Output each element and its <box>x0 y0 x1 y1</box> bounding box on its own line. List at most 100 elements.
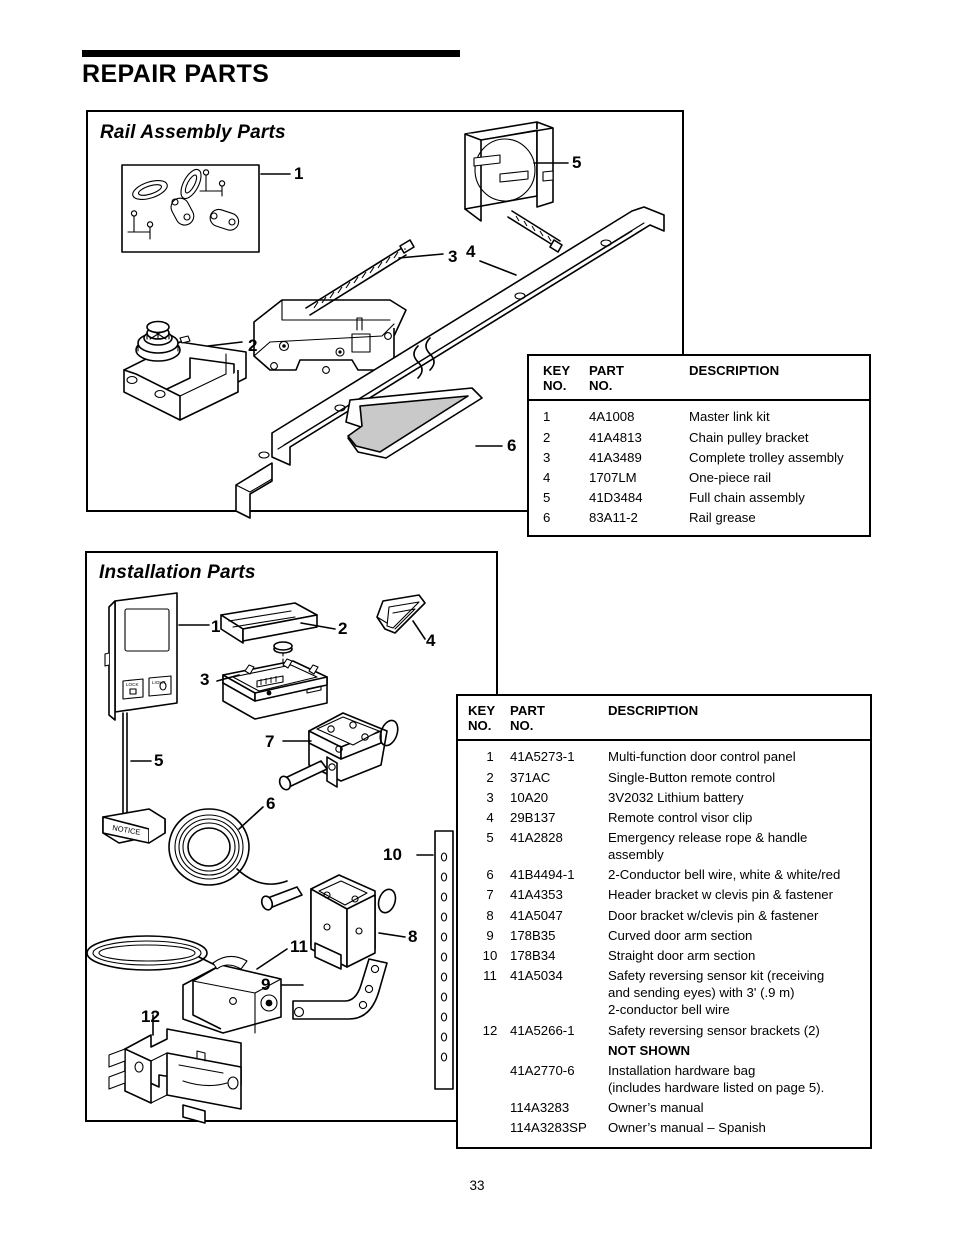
cell-part-no: 41A5047 <box>510 907 563 923</box>
rail-callout-3: 3 <box>448 247 458 266</box>
cell-part-no: 41D3484 <box>589 489 643 505</box>
bell-wire-roll <box>168 808 288 886</box>
cell-key-no: 10 <box>482 947 498 963</box>
cell-key-no: 3 <box>486 789 494 805</box>
rail-assembly-diagram <box>121 121 665 519</box>
cell-key-no: 7 <box>486 887 494 903</box>
install-callout-7: 7 <box>265 732 275 751</box>
install-callout-11: 11 <box>290 937 308 956</box>
leader-2 <box>207 341 243 347</box>
table-header-row: KEY NO. PART NO. DESCRIPTION <box>458 696 870 742</box>
leader-3 <box>398 253 444 259</box>
rail-callout-1: 1 <box>294 164 304 183</box>
rail-assembly-panel: Rail Assembly Parts <box>86 110 684 519</box>
cell-part-no: 41A2828 <box>510 829 563 845</box>
cell-description: Chain pulley bracket <box>689 429 809 445</box>
table-row: 3 41A3489 Complete trolley assembly <box>529 447 869 467</box>
rail-callout-2: 2 <box>248 336 258 355</box>
cell-description: Rail grease <box>689 510 756 526</box>
cell-key-no: 2 <box>486 769 494 785</box>
cell-description: Door bracket w/clevis pin & fastener <box>608 907 819 923</box>
cell-key-no <box>458 1060 510 1097</box>
cell-part-no: 4A1008 <box>589 409 635 425</box>
sensor-brackets <box>108 1028 242 1124</box>
cell-description: Single-Button remote control <box>608 769 776 785</box>
cell-key-no: 6 <box>543 510 551 526</box>
leader-i3 <box>216 674 240 682</box>
door-control-panel: LOCK LIGHT <box>104 592 178 721</box>
cell-key-no <box>458 1040 510 1060</box>
cell-part-no: 1707LM <box>589 469 637 485</box>
cell-description: Remote control visor clip <box>608 809 753 825</box>
cell-part-no: 10A20 <box>510 789 549 805</box>
header-part-no: PART NO. <box>510 696 608 742</box>
cell-description: Master link kit <box>689 409 770 425</box>
cell-description: Installation hardware bag (includes hard… <box>608 1062 825 1095</box>
table-row: 1 4A1008 Master link kit <box>529 400 869 427</box>
full-chain-assembly <box>464 121 563 253</box>
table-row: 6 83A11-2 Rail grease <box>529 508 869 528</box>
cell-part-no: 114A3283SP <box>510 1120 587 1136</box>
rail-callout-4: 4 <box>466 242 476 261</box>
header-key-no: KEY NO. <box>458 696 510 742</box>
light-button-label: LIGHT <box>152 680 166 685</box>
door-bracket <box>260 874 397 970</box>
install-callout-3: 3 <box>200 670 210 689</box>
install-callout-2: 2 <box>338 619 348 638</box>
title-rule <box>82 50 460 57</box>
leader-i4 <box>412 620 426 640</box>
cell-part-no <box>510 1040 608 1060</box>
cell-part-no: 41A5273-1 <box>510 749 575 765</box>
cell-part-no: 83A11-2 <box>589 510 638 526</box>
rail-grease <box>345 387 483 459</box>
table-row: 41A2770-6 Installation hardware bag (incl… <box>458 1060 870 1097</box>
cell-description: One-piece rail <box>689 469 772 485</box>
leader-i2 <box>300 622 336 630</box>
cell-key-no: 1 <box>543 409 551 425</box>
cell-description: Straight door arm section <box>608 947 756 963</box>
installation-parts-panel: Installation Parts LOCK LIGHT <box>85 551 498 1124</box>
cell-key-no: 3 <box>543 449 551 465</box>
cell-key-no: 1 <box>486 749 494 765</box>
cell-part-no: 178B34 <box>510 947 556 963</box>
header-part-no: PART NO. <box>589 356 689 402</box>
rail-callout-6: 6 <box>507 436 517 455</box>
cell-part-no: 41A3489 <box>589 449 642 465</box>
rail-assembly-title: Rail Assembly Parts <box>100 122 286 143</box>
rail-callout-5: 5 <box>572 153 582 172</box>
cell-key-no: 4 <box>486 809 494 825</box>
chain-pulley-bracket <box>123 320 247 421</box>
install-callout-12: 12 <box>141 1007 160 1026</box>
cell-part-no: 178B35 <box>510 927 556 943</box>
cell-description: Complete trolley assembly <box>689 449 844 465</box>
cell-part-no: 41A5266-1 <box>510 1022 575 1038</box>
table-row: NOT SHOWN <box>458 1040 870 1060</box>
cell-part-no: 41A2770-6 <box>510 1062 575 1078</box>
cell-description: Safety reversing sensor kit (receiving a… <box>608 968 825 1018</box>
cell-part-no: 41A4813 <box>589 429 642 445</box>
remote-control <box>220 602 328 720</box>
cell-description: Owner’s manual <box>608 1100 704 1116</box>
install-callout-10: 10 <box>383 845 402 864</box>
page-number: 33 <box>469 1178 485 1193</box>
install-callout-8: 8 <box>408 927 418 946</box>
cell-description: NOT SHOWN <box>608 1042 691 1058</box>
cell-description: Curved door arm section <box>608 927 753 943</box>
cell-key-no: 6 <box>486 867 494 883</box>
master-link-parts <box>127 168 240 240</box>
cell-part-no: 41A4353 <box>510 887 563 903</box>
cell-key-no: 11 <box>483 968 497 984</box>
cell-key-no <box>458 1098 510 1118</box>
cell-description: Emergency release rope & handle assembly <box>608 829 808 863</box>
cell-part-no: 41B4494-1 <box>510 867 575 883</box>
cell-key-no: 8 <box>486 907 494 923</box>
cell-description: Header bracket w clevis pin & fastener <box>608 887 834 903</box>
